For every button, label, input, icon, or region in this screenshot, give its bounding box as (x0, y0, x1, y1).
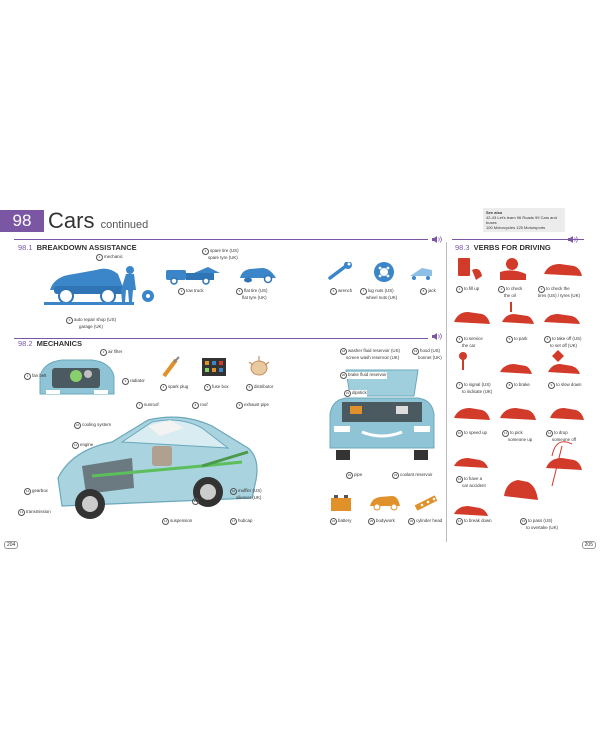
page-title: Cars continued (48, 208, 149, 233)
page-gutter (446, 242, 447, 542)
page-number-right: 205 (581, 541, 596, 549)
cylinder-head-icon (414, 495, 438, 511)
page-number-left: 204 (4, 541, 19, 549)
battery-icon (331, 495, 351, 511)
repair-shop-illustration (44, 266, 154, 305)
distributor-icon (248, 356, 270, 376)
fuse-box-icon (202, 358, 226, 376)
engine-front-view-illustration (39, 359, 115, 395)
flat-tire-car-illustration (240, 268, 276, 284)
see-also-box: See also 42-43 Let's learn 96 Roads 99 C… (483, 208, 565, 232)
wrench-icon (328, 262, 352, 280)
bodywork-icon (370, 496, 400, 511)
car-cutaway-illustration (57, 416, 258, 519)
spark-plug-icon (162, 356, 180, 378)
section-rule-verbs (452, 239, 584, 240)
jack-illustration (410, 268, 432, 280)
section-rule-mechanics (14, 338, 428, 339)
audio-speaker-icon[interactable] (432, 333, 442, 340)
lug-nuts-illustration (374, 262, 394, 282)
section-rule-breakdown (14, 239, 428, 240)
audio-speaker-icon[interactable] (568, 236, 578, 243)
tow-truck-illustration (166, 267, 220, 285)
audio-speaker-icon[interactable] (432, 236, 442, 243)
driving-verbs-illustrations (454, 258, 584, 516)
book-spread: 98 Cars continued See also 42-43 Let's l… (0, 196, 600, 553)
car-open-hood-illustration (329, 369, 435, 460)
chapter-number: 98 (0, 210, 44, 232)
